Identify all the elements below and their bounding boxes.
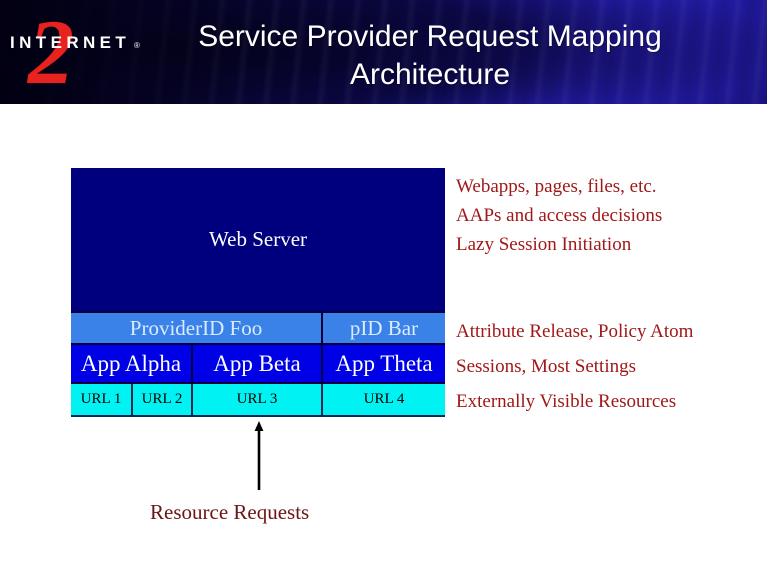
provider-cell-bar-label: pID Bar — [349, 315, 419, 340]
internet2-logo: 2 INTERNET ® — [6, 6, 156, 98]
url-cell-1[interactable]: URL 1 — [71, 384, 133, 417]
logo-numeral-two: 2 — [28, 1, 74, 103]
logo-wordmark: INTERNET — [10, 33, 131, 52]
architecture-diagram: Web Server ProviderID Foo pID Bar App Al… — [0, 104, 767, 586]
resource-requests-label: Resource Requests — [150, 500, 310, 524]
url-cell-2[interactable]: URL 2 — [133, 384, 193, 417]
page-title: Service Provider Request Mapping Archite… — [198, 20, 662, 91]
url-cell-3[interactable]: URL 3 — [193, 384, 323, 417]
provider-id-row: ProviderID Foo pID Bar — [71, 311, 445, 345]
annotation-line: Lazy Session Initiation — [456, 234, 632, 255]
title-banner: 2 INTERNET ® Service Provider Request Ma… — [0, 0, 767, 104]
app-cell-theta[interactable]: App Theta — [323, 345, 445, 384]
app-cell-beta[interactable]: App Beta — [193, 345, 323, 384]
url-cell-1-label: URL 1 — [80, 391, 122, 407]
annotation-line: Externally Visible Resources — [456, 391, 677, 412]
annotations-lower: Attribute Release, Policy Atom Sessions,… — [456, 314, 693, 419]
url-cell-3-label: URL 3 — [236, 391, 278, 407]
application-row: App Alpha App Beta App Theta — [71, 345, 445, 384]
url-cell-4[interactable]: URL 4 — [323, 384, 445, 417]
provider-cell-bar[interactable]: pID Bar — [323, 311, 445, 345]
web-server-stack: Web Server ProviderID Foo pID Bar App Al… — [71, 168, 445, 417]
url-row: URL 1 URL 2 URL 3 URL 4 — [71, 384, 445, 417]
url-cell-4-label: URL 4 — [363, 391, 405, 407]
annotation-line: Attribute Release, Policy Atom — [456, 321, 694, 342]
annotation-line: AAPs and access decisions — [456, 205, 663, 226]
registered-trademark-icon: ® — [134, 41, 140, 50]
app-cell-alpha[interactable]: App Alpha — [71, 345, 193, 384]
app-cell-theta-label: App Theta — [335, 350, 433, 376]
provider-cell-foo-label: ProviderID Foo — [129, 315, 263, 340]
provider-cell-foo[interactable]: ProviderID Foo — [71, 311, 323, 345]
annotation-line: Webapps, pages, files, etc. — [456, 176, 657, 197]
web-server-label: Web Server — [208, 227, 308, 251]
url-cell-2-label: URL 2 — [141, 391, 183, 407]
app-cell-alpha-label: App Alpha — [80, 350, 182, 376]
annotations-upper: Webapps, pages, files, etc. AAPs and acc… — [456, 172, 662, 259]
web-server-box: Web Server — [71, 168, 445, 311]
resource-requests-arrow-icon — [254, 421, 264, 490]
annotation-line: Sessions, Most Settings — [456, 356, 637, 377]
app-cell-beta-label: App Beta — [213, 350, 301, 376]
